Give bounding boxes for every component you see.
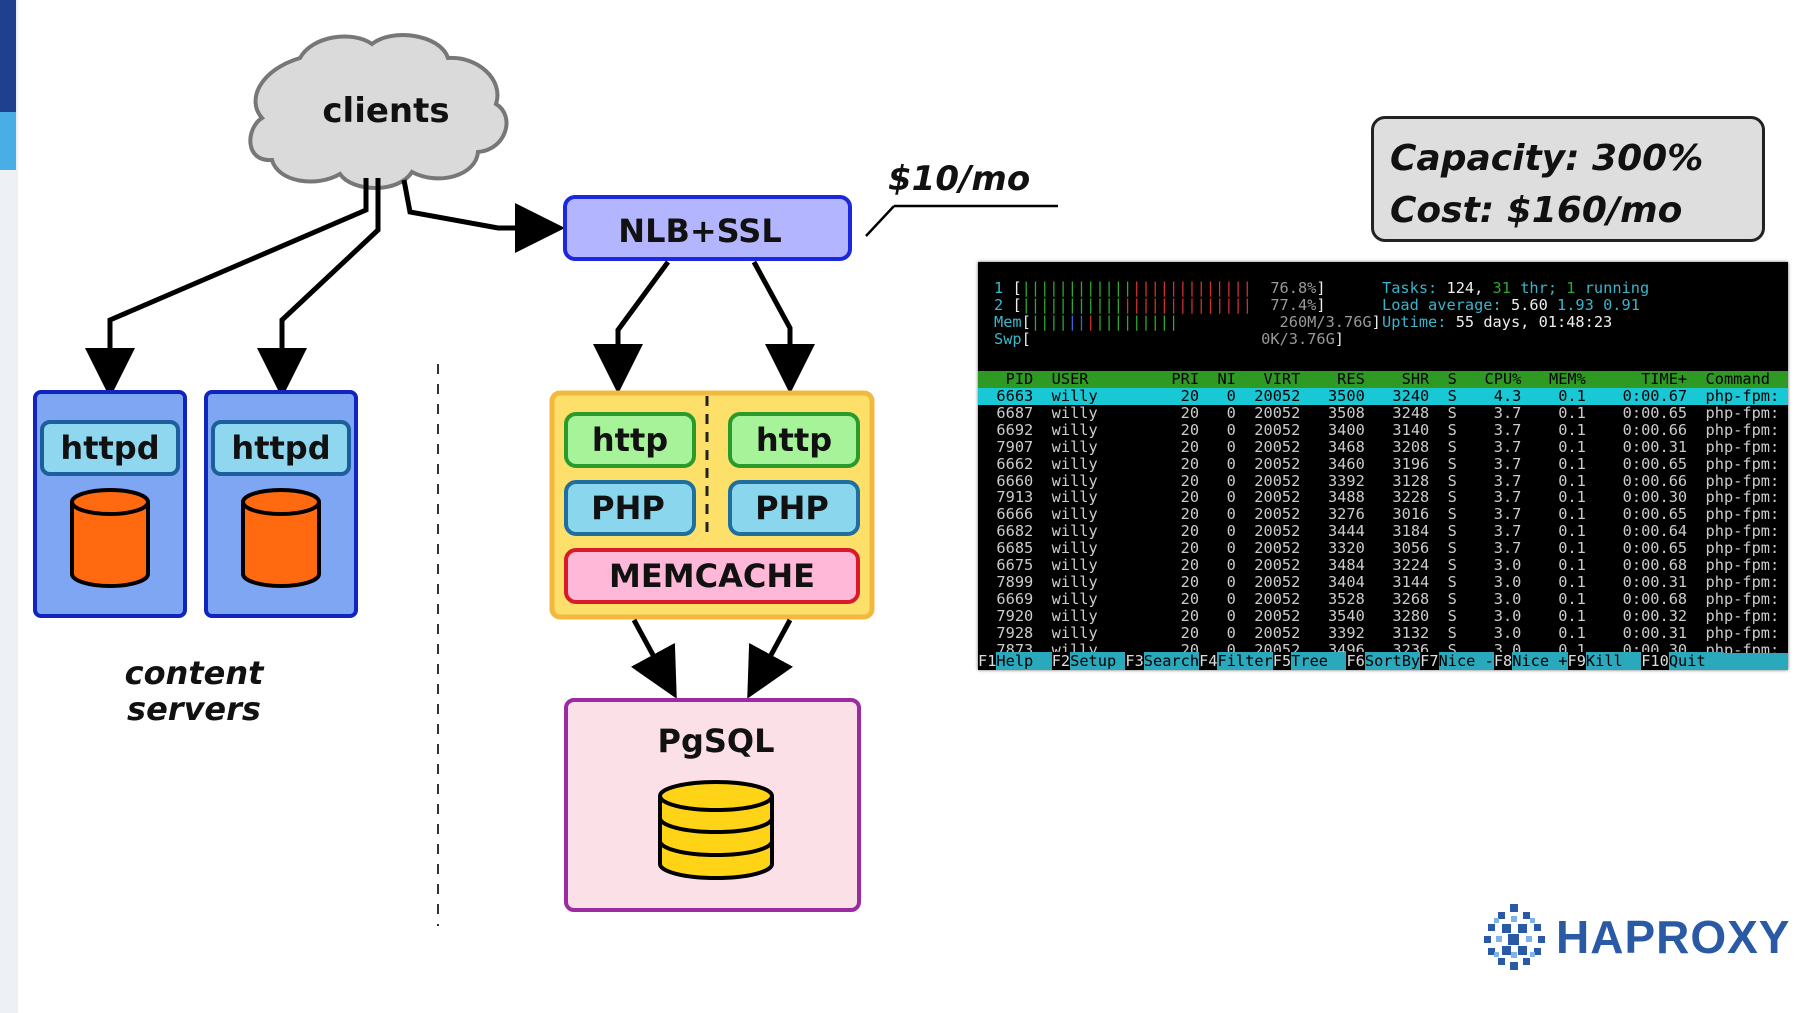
htop-column-header: PID USER PRI NI VIRT RES SHR S CPU% MEM%… [978, 370, 1788, 388]
httpd-label-2: httpd [231, 429, 330, 467]
lb-label: NLB+SSL [618, 212, 781, 250]
htop-function-key[interactable]: F8 [1493, 652, 1513, 670]
htop-function-key[interactable]: F9 [1567, 652, 1586, 670]
memcache-label: MEMCACHE [609, 557, 815, 595]
price-leader-line [865, 205, 895, 237]
slide-edge-strip [0, 0, 18, 1013]
htop-function-label[interactable]: Nice + [1512, 652, 1568, 670]
lb-connectors [593, 260, 815, 394]
clients-cloud: clients [248, 33, 509, 190]
htop-function-label[interactable]: Help [996, 652, 1052, 670]
php-label-left: PHP [591, 489, 665, 527]
capacity-cost-box: Capacity: 300% Cost: $160/mo [1371, 116, 1765, 242]
htop-process-row[interactable]: 7899 willy 20 0 20052 3404 3144 S 3.0 0.… [978, 572, 1788, 591]
app-tier: http http PHP PHP MEMCACHE [549, 390, 875, 620]
cost-label: Cost: $160/mo [1390, 190, 1683, 231]
db-node: PgSQL [564, 698, 861, 912]
htop-function-label[interactable]: Nice - [1438, 652, 1494, 670]
htop-function-key[interactable]: F4 [1199, 652, 1218, 670]
htop-function-key[interactable]: F1 [978, 652, 997, 670]
lb-price-label: $10/mo [888, 159, 1030, 199]
http-label-right: http [756, 421, 832, 459]
database-icon [658, 780, 774, 880]
htop-function-label[interactable]: Setup [1070, 652, 1126, 670]
htop-process-row[interactable]: 6662 willy 20 0 20052 3460 3196 S 3.7 0.… [978, 454, 1788, 473]
storage-cylinder-icon [70, 488, 150, 588]
htop-function-label[interactable]: Quit [1668, 652, 1725, 670]
htop-meters: 1 [||||||||||||||||||||||||| 76.8%] 2 [|… [994, 279, 1381, 348]
htop-process-row[interactable]: 6685 willy 20 0 20052 3320 3056 S 3.7 0.… [978, 539, 1788, 558]
htop-function-key[interactable]: F2 [1051, 652, 1071, 670]
htop-function-label[interactable]: Filter [1217, 652, 1273, 670]
htop-function-key[interactable]: F5 [1272, 652, 1292, 670]
accent-bar-light [0, 112, 16, 170]
htop-process-row[interactable]: 6687 willy 20 0 20052 3508 3248 S 3.7 0.… [978, 403, 1788, 422]
htop-process-row[interactable]: 7928 willy 20 0 20052 3392 3132 S 3.0 0.… [978, 623, 1788, 642]
php-label-right: PHP [755, 489, 829, 527]
htop-function-label[interactable]: SortBy [1364, 652, 1421, 670]
httpd-label-1: httpd [60, 429, 159, 467]
htop-function-key[interactable]: F3 [1125, 652, 1144, 670]
content-server-1: httpd [33, 390, 187, 618]
db-connectors [630, 618, 794, 699]
htop-function-label[interactable]: Kill [1585, 652, 1642, 670]
htop-function-key[interactable]: F6 [1346, 652, 1365, 670]
content-server-2: httpd [204, 390, 358, 618]
htop-process-row[interactable]: 6692 willy 20 0 20052 3400 3140 S 3.7 0.… [978, 420, 1788, 439]
http-label-left: http [592, 421, 668, 459]
htop-system-info: Tasks: 124, 31 thr; 1 running Load avera… [1382, 279, 1650, 331]
htop-function-key[interactable]: F7 [1420, 652, 1439, 670]
client-connectors [85, 178, 565, 398]
htop-process-row[interactable]: 7907 willy 20 0 20052 3468 3208 S 3.7 0.… [978, 437, 1788, 456]
clients-label: clients [322, 91, 449, 131]
htop-process-row[interactable]: 6682 willy 20 0 20052 3444 3184 S 3.7 0.… [978, 522, 1788, 541]
htop-process-row[interactable]: 6675 willy 20 0 20052 3484 3224 S 3.0 0.… [978, 556, 1788, 574]
haproxy-logo-text: HAPROXY [1556, 911, 1791, 963]
htop-process-row[interactable]: 7920 willy 20 0 20052 3540 3280 S 3.0 0.… [978, 606, 1788, 625]
haproxy-logo-icon [1484, 904, 1545, 970]
htop-terminal: 1 [||||||||||||||||||||||||| 76.8%] 2 [|… [978, 262, 1788, 670]
accent-bar-dark [0, 0, 16, 112]
capacity-label: Capacity: 300% [1390, 138, 1704, 179]
content-servers-caption-1: content [125, 654, 266, 692]
htop-process-row[interactable]: 6669 willy 20 0 20052 3528 3268 S 3.0 0.… [978, 589, 1788, 608]
htop-process-row[interactable]: 6663 willy 20 0 20052 3500 3240 S 4.3 0.… [978, 387, 1788, 405]
htop-process-row[interactable]: 7913 willy 20 0 20052 3488 3228 S 3.7 0.… [978, 488, 1788, 507]
content-servers-caption-2: servers [127, 690, 261, 728]
htop-function-key[interactable]: F10 [1641, 652, 1669, 670]
haproxy-logo: HAPROXY [1480, 900, 1789, 972]
htop-process-row[interactable]: 6666 willy 20 0 20052 3276 3016 S 3.7 0.… [978, 505, 1788, 524]
htop-function-label[interactable]: Search [1143, 652, 1200, 670]
db-label: PgSQL [658, 722, 775, 760]
storage-cylinder-icon [241, 488, 321, 588]
htop-function-label[interactable]: Tree [1291, 652, 1347, 670]
lb-node: NLB+SSL [563, 195, 852, 261]
htop-function-bar: F1Help F2Setup F3SearchF4FilterF5Tree F6… [978, 652, 1788, 670]
htop-process-row[interactable]: 6660 willy 20 0 20052 3392 3128 S 3.7 0.… [978, 471, 1788, 490]
